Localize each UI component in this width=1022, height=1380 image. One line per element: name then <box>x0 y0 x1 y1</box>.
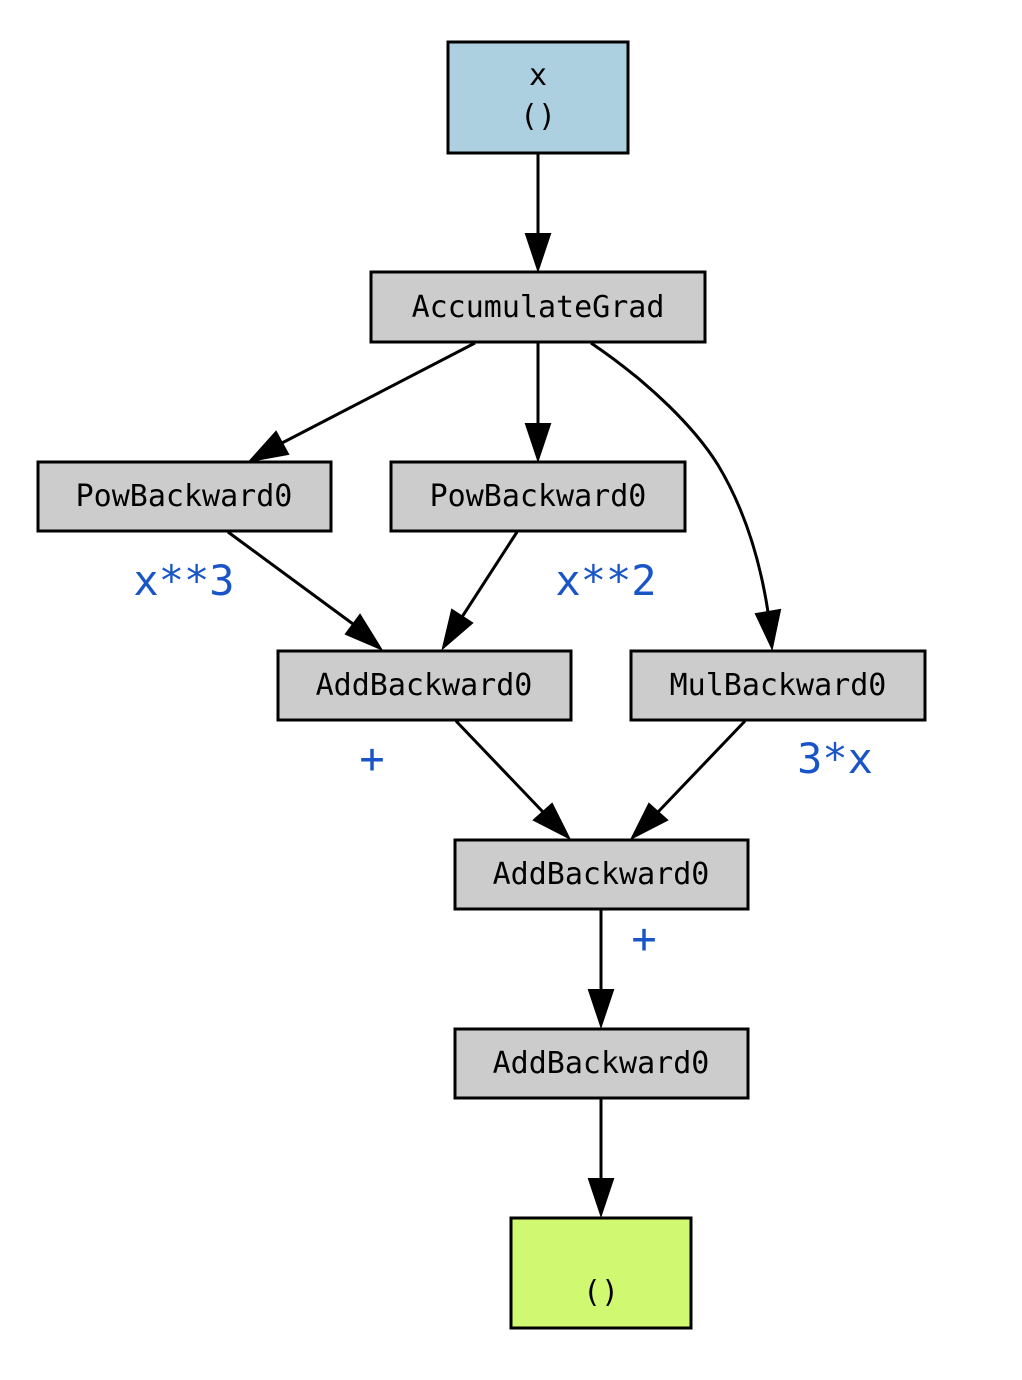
annotation-three-x: 3*x <box>797 734 873 783</box>
node-output-label: () <box>583 1275 619 1310</box>
node-accumulate-grad-box <box>369 270 707 344</box>
annotation-x-squared: x**2 <box>555 556 656 605</box>
node-output-box <box>509 1216 693 1330</box>
annotations: x**3 x**2 + 3*x + <box>133 556 873 963</box>
node-mul-backward-label: MulBackward0 <box>670 668 887 703</box>
edge-x-to-accumulate <box>524 154 552 274</box>
edge-add3-to-output <box>587 1099 615 1219</box>
node-add-backward-1-box <box>276 649 573 722</box>
node-accumulate-grad[interactable]: AccumulateGrad <box>369 270 707 344</box>
node-add-backward-2-label: AddBackward0 <box>493 857 710 892</box>
node-pow-backward-mid[interactable]: PowBackward0 <box>389 460 687 533</box>
annotation-x-cubed: x**3 <box>133 556 234 605</box>
node-add-backward-2[interactable]: AddBackward0 <box>453 838 750 911</box>
node-mul-backward-box <box>629 649 927 722</box>
edge-pow-left-to-add1 <box>227 530 384 652</box>
node-x[interactable]: x () <box>446 40 630 155</box>
edge-accumulate-to-mul <box>590 341 782 652</box>
node-output[interactable]: () <box>509 1216 693 1330</box>
edge-add1-to-add2 <box>454 719 572 841</box>
node-add-backward-3-box <box>453 1027 750 1100</box>
node-x-box <box>446 40 630 155</box>
node-pow-backward-left[interactable]: PowBackward0 <box>36 460 333 533</box>
node-pow-backward-mid-label: PowBackward0 <box>430 479 647 514</box>
node-add-backward-1[interactable]: AddBackward0 <box>276 649 573 722</box>
edge-pow-mid-to-add1 <box>441 531 519 651</box>
node-x-shape: () <box>520 99 556 134</box>
annotation-plus-1: + <box>359 734 384 783</box>
node-add-backward-3[interactable]: AddBackward0 <box>453 1027 750 1100</box>
node-pow-backward-left-box <box>36 460 333 533</box>
node-pow-backward-left-label: PowBackward0 <box>76 479 293 514</box>
node-add-backward-1-label: AddBackward0 <box>316 668 533 703</box>
edge-accumulate-to-pow-left <box>247 341 476 463</box>
node-x-name: x <box>529 58 547 93</box>
node-add-backward-2-box <box>453 838 750 911</box>
node-mul-backward[interactable]: MulBackward0 <box>629 649 927 722</box>
node-accumulate-grad-label: AccumulateGrad <box>412 290 665 325</box>
edge-mul-to-add2 <box>629 719 747 841</box>
edge-add2-to-add3 <box>587 910 615 1030</box>
edge-accumulate-to-pow-mid <box>524 343 552 464</box>
node-add-backward-3-label: AddBackward0 <box>493 1046 710 1081</box>
annotation-plus-2: + <box>631 914 656 963</box>
node-pow-backward-mid-box <box>389 460 687 533</box>
edges <box>227 154 782 1219</box>
